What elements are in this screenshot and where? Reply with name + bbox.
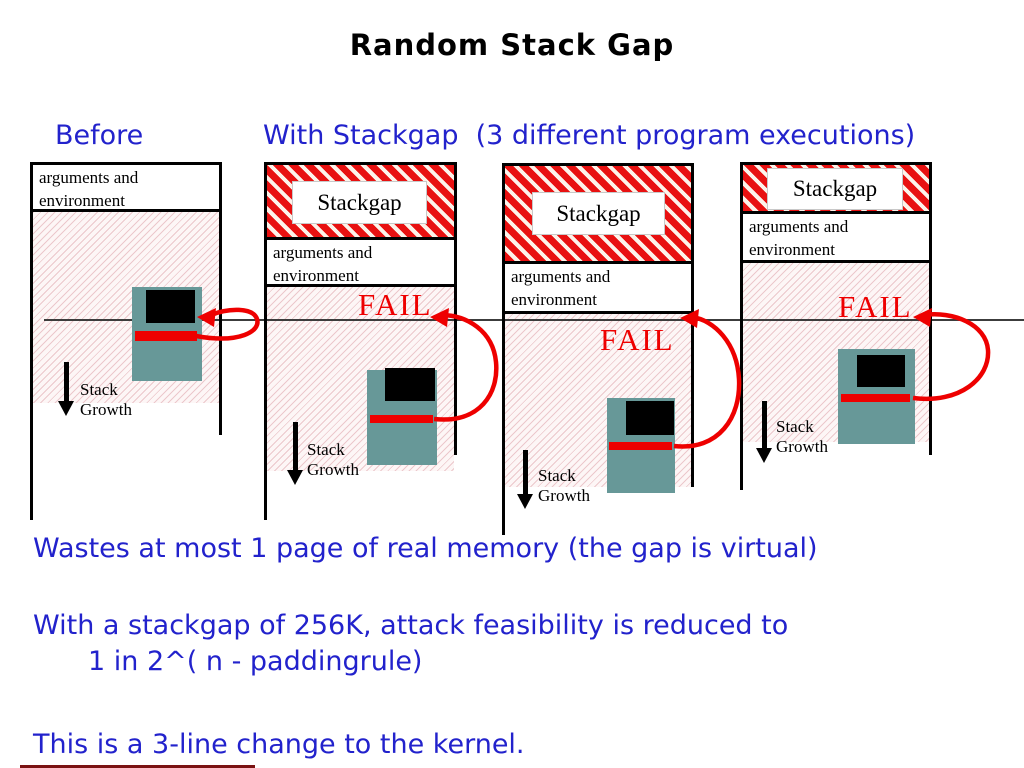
col1-args-box: arguments and environment	[30, 162, 222, 212]
col2-stack-growth-arrow-icon	[293, 422, 298, 471]
note-kernel-change: This is a 3-line change to the kernel.	[33, 729, 525, 760]
heading-before: Before	[55, 120, 144, 151]
col4-stack-growth-arrow-icon	[762, 401, 767, 449]
col3-stack-growth-line2: Growth	[538, 485, 590, 505]
col4-computer-led-bar	[841, 394, 910, 402]
col3-stackgap-label: Stackgap	[532, 192, 665, 235]
col2-left-border	[264, 162, 267, 520]
col4-computer-screen	[857, 355, 905, 387]
col2-stack-growth-arrowhead-icon	[287, 470, 303, 485]
col1-stack-growth-label: Stack Growth	[80, 380, 132, 419]
col1-computer-screen	[146, 290, 195, 323]
col1-stack-growth-arrow-icon	[64, 362, 69, 402]
col1-computer-led-bar	[135, 331, 197, 341]
col3-stack-growth-arrow-icon	[523, 450, 528, 495]
col3-stack-growth-line1: Stack	[538, 466, 576, 485]
col3-stack-region	[505, 314, 691, 487]
clipped-footer-text	[20, 765, 255, 768]
col1-stack-growth-line2: Growth	[80, 399, 132, 419]
col4-args-box: arguments and environment	[740, 211, 932, 263]
col1-stack-growth-arrowhead-icon	[58, 401, 74, 416]
col3-computer-led-bar	[609, 442, 672, 450]
col3-stack-growth-label: Stack Growth	[538, 466, 590, 505]
col4-stack-growth-label: Stack Growth	[776, 417, 828, 456]
col2-right-border	[454, 162, 457, 455]
col2-stack-growth-label: Stack Growth	[307, 440, 359, 479]
baseline-rule	[44, 319, 1024, 321]
col4-stack-growth-arrowhead-icon	[756, 448, 772, 463]
col2-args-box: arguments and environment	[264, 237, 457, 287]
note-stackgap-256k: With a stackgap of 256K, attack feasibil…	[33, 610, 789, 641]
heading-with-stackgap: With Stackgap (3 different program execu…	[263, 120, 916, 151]
col4-stack-growth-line2: Growth	[776, 436, 828, 456]
note-probability: 1 in 2^( n - paddingrule)	[88, 646, 423, 677]
col2-computer-led-bar	[370, 415, 433, 423]
col1-stack-growth-line1: Stack	[80, 380, 118, 399]
col3-fail-label: FAIL	[600, 322, 675, 357]
col4-stack-growth-line1: Stack	[776, 417, 814, 436]
col2-stackgap-label: Stackgap	[292, 181, 427, 224]
page-title: Random Stack Gap	[349, 28, 675, 62]
col3-computer-screen	[626, 401, 674, 435]
col3-stack-growth-arrowhead-icon	[517, 494, 533, 509]
col2-stack-growth-line1: Stack	[307, 440, 345, 459]
col2-stack-growth-line2: Growth	[307, 459, 359, 479]
col4-fail-label: FAIL	[838, 289, 913, 324]
col3-left-border	[502, 163, 505, 535]
col2-computer-screen	[385, 368, 435, 401]
col1-right-border	[219, 162, 222, 435]
col4-stackgap-label: Stackgap	[767, 168, 903, 210]
col4-left-border	[740, 162, 743, 490]
col2-fail-label: FAIL	[358, 287, 433, 322]
col1-left-border	[30, 162, 33, 520]
note-wastes: Wastes at most 1 page of real memory (th…	[33, 533, 818, 564]
col3-args-box: arguments and environment	[502, 261, 694, 314]
